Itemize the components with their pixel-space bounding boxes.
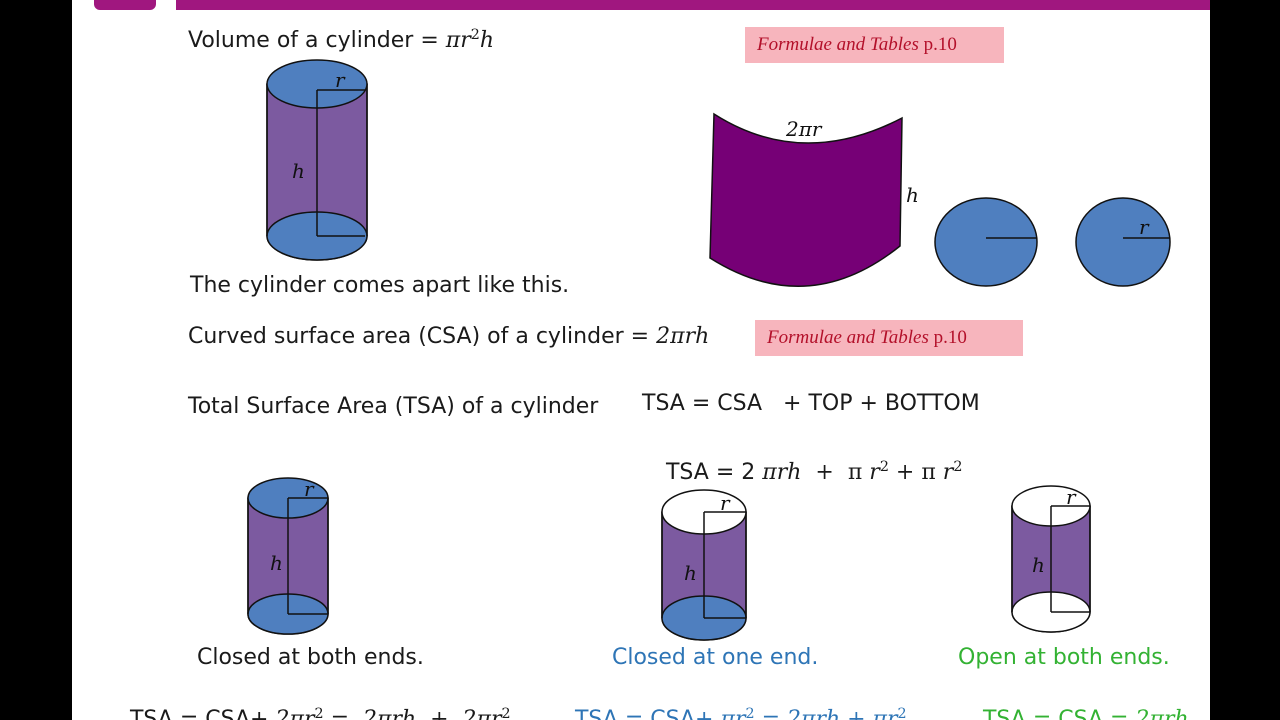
tsa-line2-d: r [869, 460, 880, 485]
csa-label: Curved surface area (CSA) of a cylinder [188, 324, 624, 349]
volume-tail: h [479, 28, 495, 53]
cylinder-diagram-main: r h [266, 59, 368, 261]
volume-exp: 2 [470, 27, 480, 44]
case2-e1: 2 [745, 706, 755, 720]
case1-f2: 2πr [275, 707, 315, 720]
tsa-exp-1: 2 [879, 459, 889, 476]
ref1-italic: Formulae and Tables [757, 34, 919, 55]
case2-f2: πr [720, 707, 746, 720]
circumference-label: 2πr [785, 117, 823, 141]
cylinder-open-both: r h [1011, 485, 1091, 633]
tsa-line2-f: r [942, 460, 954, 485]
case1-radius-label: r [304, 477, 315, 501]
case1-e2: 2 [501, 706, 511, 720]
formulae-tables-ref-1: Formulae and Tables p.10 [745, 27, 1004, 63]
case3-formula: TSA = CSA = 2πrh [955, 687, 1189, 720]
tsa-label: Total Surface Area (TSA) of a cylinder [188, 394, 599, 419]
cylinder-net: 2πr h r [709, 112, 1171, 287]
slide: Volume of a cylinder = πr2h Formulae and… [72, 0, 1210, 720]
case1-e1: 2 [314, 706, 324, 720]
ref1-page: p.10 [918, 34, 957, 55]
case3-f1: TSA = CSA = [982, 707, 1136, 720]
case3-title: Open at both ends. [958, 645, 1170, 670]
case2-title: Closed at one end. [612, 645, 819, 670]
case2-e2: 2 [897, 706, 907, 720]
volume-formula: πr [445, 28, 471, 53]
tsa-line2-c: + π [801, 460, 870, 485]
tsa-line-1: TSA = CSA + TOP + BOTTOM [642, 391, 980, 416]
tsa-line2-b: πrh [762, 460, 802, 485]
case3-f2: 2πrh [1135, 707, 1189, 720]
ref2-page: p.10 [928, 327, 967, 348]
case3-radius-label: r [1066, 485, 1077, 509]
case2-f3: = 2πrh + πr [754, 707, 898, 720]
case2-f1: TSA = CSA+ [574, 707, 721, 720]
csa-eq: = [630, 324, 657, 349]
case2-height-label: h [684, 561, 697, 585]
case2-formula: TSA = CSA+ πr2 = 2πrh + πr2 [547, 687, 907, 720]
ref2-italic: Formulae and Tables [767, 327, 929, 348]
case1-height-label: h [270, 551, 283, 575]
case1-title: Closed at both ends. [197, 645, 424, 670]
formulae-tables-ref-2: Formulae and Tables p.10 [755, 320, 1023, 356]
tsa-line2-e: + π [888, 460, 943, 485]
volume-label: Volume of a cylinder [188, 28, 414, 53]
net-height-label: h [906, 183, 919, 207]
radius-label: r [335, 68, 346, 92]
tsa-line2-a: TSA = 2 [665, 460, 763, 485]
accent-tab [94, 0, 156, 10]
case3-height-label: h [1032, 553, 1045, 577]
height-label: h [292, 159, 305, 183]
net-radius-label: r [1139, 215, 1150, 239]
volume-line: Volume of a cylinder = πr2h [188, 27, 495, 53]
accent-bar [176, 0, 1210, 10]
tsa-line-2: TSA = 2 πrh + π r2 + π r2 [638, 440, 962, 506]
case1-formula: TSA = CSA+ 2πr2 = 2πrh + 2πr2 [102, 687, 511, 720]
cylinder-closed-one: r h [661, 489, 747, 641]
case1-f3: = 2πrh + 2πr [323, 707, 502, 720]
case1-f1: TSA = CSA+ [129, 707, 276, 720]
case2-radius-label: r [720, 491, 731, 515]
csa-formula: 2πrh [656, 324, 710, 349]
cylinder-closed-both: r h [247, 477, 329, 635]
csa-line: Curved surface area (CSA) of a cylinder … [188, 326, 709, 348]
apart-text: The cylinder comes apart like this. [190, 273, 570, 298]
tsa-exp-2: 2 [953, 459, 963, 476]
